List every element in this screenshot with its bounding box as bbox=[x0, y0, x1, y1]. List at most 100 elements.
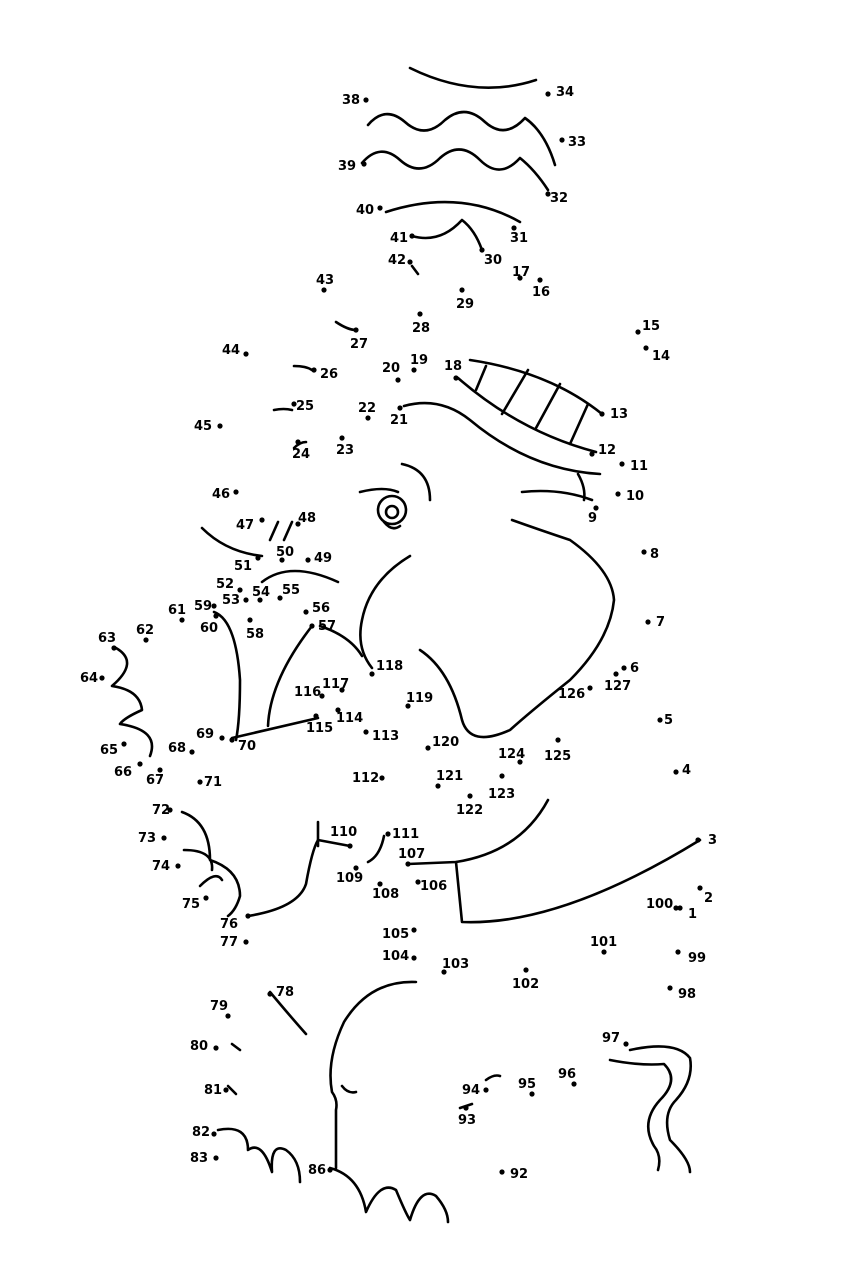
dot-number-label: 51 bbox=[234, 559, 252, 574]
numbered-dot-45: 45 bbox=[194, 419, 223, 434]
dot-number-label: 1 bbox=[688, 907, 697, 922]
dot-number-label: 20 bbox=[382, 361, 400, 376]
numbered-dot-122: 122 bbox=[456, 793, 483, 818]
dot-number-label: 9 bbox=[588, 511, 597, 526]
dot-number-label: 68 bbox=[168, 741, 186, 756]
numbered-dot-54: 54 bbox=[252, 585, 270, 603]
outline-stroke bbox=[576, 472, 586, 502]
dot-number-label: 75 bbox=[182, 897, 200, 912]
numbered-dot-64: 64 bbox=[80, 671, 105, 686]
dot-point bbox=[213, 613, 219, 619]
dot-number-label: 10 bbox=[626, 489, 644, 504]
numbered-dot-58: 58 bbox=[246, 617, 264, 642]
dot-number-label: 127 bbox=[604, 679, 631, 694]
outline-stroke bbox=[410, 264, 420, 276]
numbered-dot-65: 65 bbox=[100, 741, 127, 758]
outline-stroke bbox=[468, 358, 604, 416]
dot-number-label: 39 bbox=[338, 159, 356, 174]
dot-point bbox=[225, 1013, 231, 1019]
dot-point bbox=[327, 1167, 333, 1173]
numbered-dot-114: 114 bbox=[335, 707, 363, 726]
dot-number-label: 125 bbox=[544, 749, 571, 764]
dot-number-label: 34 bbox=[556, 85, 574, 100]
dot-number-label: 19 bbox=[410, 353, 428, 368]
outline-stroke bbox=[484, 1074, 502, 1082]
dot-number-label: 93 bbox=[458, 1113, 476, 1128]
numbered-dot-14: 14 bbox=[643, 345, 670, 364]
outline-stroke bbox=[212, 610, 242, 742]
dot-point bbox=[405, 703, 411, 709]
outline-stroke bbox=[180, 810, 242, 918]
numbered-dot-41: 41 bbox=[390, 231, 415, 246]
numbered-dot-12: 12 bbox=[589, 443, 616, 458]
numbered-dot-107: 107 bbox=[398, 847, 425, 867]
dot-point bbox=[641, 549, 647, 555]
numbered-dot-71: 71 bbox=[197, 775, 222, 790]
outline-stroke bbox=[410, 218, 484, 252]
dot-number-label: 62 bbox=[136, 623, 154, 638]
dot-point bbox=[213, 1045, 219, 1051]
numbered-dot-44: 44 bbox=[222, 343, 249, 358]
dot-point bbox=[529, 1091, 535, 1097]
dot-point bbox=[305, 557, 311, 563]
dot-point bbox=[441, 969, 447, 975]
dot-number-label: 99 bbox=[688, 951, 706, 966]
dot-point bbox=[645, 619, 651, 625]
numbered-dot-101: 101 bbox=[590, 935, 617, 955]
numbered-dot-4: 4 bbox=[673, 763, 691, 778]
dot-number-label: 124 bbox=[498, 747, 525, 762]
outline-stroke bbox=[384, 200, 522, 224]
dot-point bbox=[167, 807, 173, 813]
numbered-dot-111: 111 bbox=[385, 827, 419, 842]
numbered-dot-30: 30 bbox=[479, 247, 502, 268]
numbered-dot-6: 6 bbox=[621, 661, 639, 676]
numbered-dot-19: 19 bbox=[410, 353, 428, 373]
dot-point bbox=[339, 435, 345, 441]
numbered-dot-34: 34 bbox=[545, 85, 574, 100]
dot-point bbox=[243, 351, 249, 357]
numbered-dot-9: 9 bbox=[588, 505, 599, 526]
dot-point bbox=[321, 287, 327, 293]
dot-point bbox=[523, 967, 529, 973]
dot-point bbox=[175, 863, 181, 869]
dot-point bbox=[213, 1155, 219, 1161]
dot-point bbox=[295, 439, 301, 445]
dot-number-label: 22 bbox=[358, 401, 376, 416]
dot-point bbox=[361, 161, 367, 167]
outline-stroke bbox=[318, 624, 364, 658]
dot-point bbox=[619, 461, 625, 467]
dot-point bbox=[247, 617, 253, 623]
numbered-dot-93: 93 bbox=[458, 1105, 476, 1128]
dot-point bbox=[411, 927, 417, 933]
dot-number-label: 23 bbox=[336, 443, 354, 458]
dot-point bbox=[435, 783, 441, 789]
dot-point bbox=[295, 521, 301, 527]
outline-stroke bbox=[382, 520, 402, 530]
dot-point bbox=[245, 913, 251, 919]
dot-point bbox=[223, 1087, 229, 1093]
numbered-dot-70: 70 bbox=[229, 737, 256, 754]
dot-point bbox=[697, 885, 703, 891]
dot-number-label: 72 bbox=[152, 803, 170, 818]
numbered-dot-118: 118 bbox=[369, 659, 403, 677]
dot-point bbox=[243, 939, 249, 945]
dot-point bbox=[363, 729, 369, 735]
dot-number-label: 16 bbox=[532, 285, 550, 300]
dot-point bbox=[377, 881, 383, 887]
dot-number-label: 119 bbox=[406, 691, 433, 706]
numbered-dot-32: 32 bbox=[545, 191, 568, 206]
numbered-dot-116: 116 bbox=[294, 685, 325, 700]
dot-point bbox=[233, 489, 239, 495]
dot-number-label: 83 bbox=[190, 1151, 208, 1166]
outline-stroke bbox=[500, 368, 530, 416]
dot-number-label: 122 bbox=[456, 803, 483, 818]
dot-point bbox=[517, 759, 523, 765]
dot-point bbox=[277, 595, 283, 601]
dot-point bbox=[667, 985, 673, 991]
dot-point bbox=[203, 895, 209, 901]
numbered-dot-48: 48 bbox=[295, 511, 316, 527]
numbered-dot-113: 113 bbox=[363, 729, 399, 744]
dot-number-label: 123 bbox=[488, 787, 515, 802]
dot-point bbox=[537, 277, 543, 283]
dot-point bbox=[545, 91, 551, 97]
